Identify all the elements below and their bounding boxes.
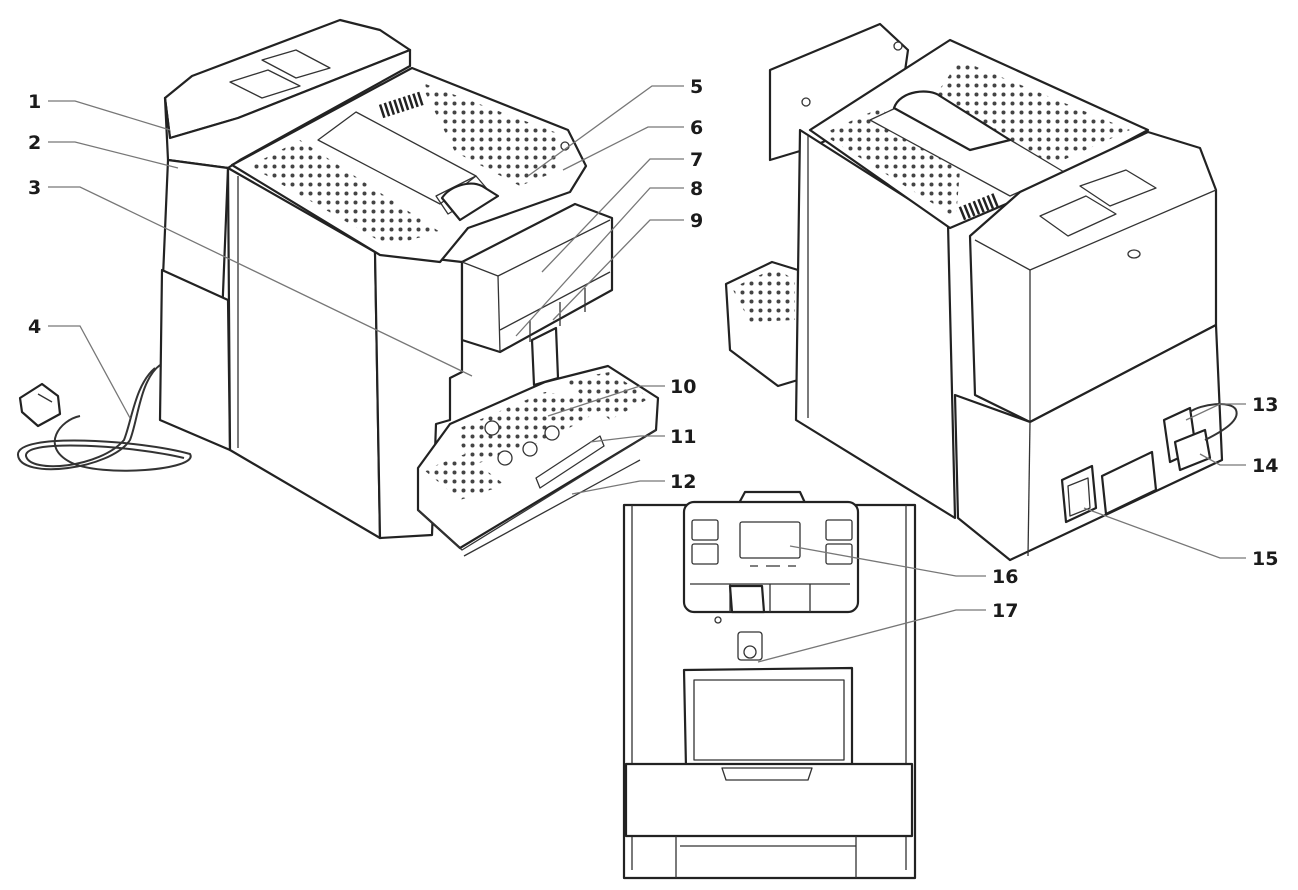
callout-15: 15 [1252,548,1278,570]
callout-9: 9 [690,210,703,232]
leader-lines [48,85,1246,663]
callout-11: 11 [670,426,696,448]
callout-3: 3 [28,177,41,199]
callout-2: 2 [28,132,41,154]
callout-13: 13 [1252,394,1278,416]
machine-rear-perspective-view [724,22,1238,562]
machine-front-view [622,490,917,880]
callout-10: 10 [670,376,696,398]
callout-8: 8 [690,178,703,200]
machine-front-perspective-view [16,18,660,557]
callout-1: 1 [28,91,41,113]
callout-7: 7 [690,149,703,171]
callout-14: 14 [1252,455,1278,477]
callout-17: 17 [992,600,1018,622]
callout-4: 4 [28,316,41,338]
callout-16: 16 [992,566,1018,588]
callout-labels: 1 2 3 4 5 6 7 8 9 10 11 12 13 14 15 16 1… [28,76,1278,622]
callout-6: 6 [690,117,703,139]
callout-5: 5 [690,76,703,98]
callout-12: 12 [670,471,696,493]
